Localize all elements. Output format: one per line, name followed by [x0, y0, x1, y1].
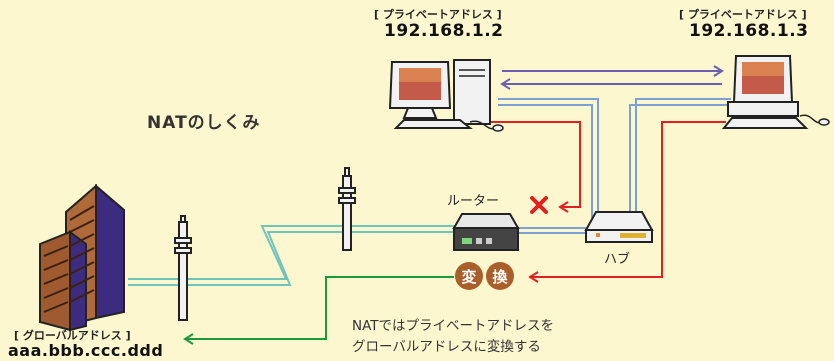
convert-badge-2: 換: [486, 262, 514, 290]
caption: NATではプライベートアドレスを グローバルアドレスに変換する: [352, 316, 554, 358]
convert-badge-1: 変: [455, 262, 483, 290]
global-ip-address: aaa.bbb.ccc.ddd: [8, 341, 164, 360]
lan-cables: [498, 98, 731, 234]
wan-cable: [128, 225, 456, 286]
hub-label: ハブ: [604, 252, 631, 267]
blocked-x-icon: [530, 196, 548, 214]
global-address-tag: [ グローバルアドレス ]: [14, 329, 131, 342]
pc1-icon: [388, 59, 504, 132]
pc-to-pc-arrows: [500, 65, 724, 90]
diagram-title: NATのしくみ: [147, 113, 261, 133]
building-icon: [39, 183, 125, 332]
pc1-ip-address: 192.168.1.2: [384, 21, 504, 41]
antenna-icon-2: [338, 167, 356, 251]
blocked-path: [490, 121, 581, 213]
pc2-ip-address: 192.168.1.3: [689, 21, 809, 41]
router-icon: [452, 213, 520, 251]
caption-line-1: NATではプライベートアドレスを: [352, 318, 555, 334]
global-path: [183, 276, 454, 345]
translate-path: [528, 121, 726, 283]
hub-icon: [584, 211, 654, 243]
caption-line-2: グローバルアドレスに変換する: [352, 339, 541, 355]
antenna-icon: [174, 215, 192, 321]
pc2-icon: [721, 55, 830, 129]
pc1-address-tag: [ プライベートアドレス ]: [374, 8, 502, 21]
pc2-address-tag: [ プライベートアドレス ]: [679, 8, 807, 21]
router-label: ルーター: [447, 194, 500, 209]
